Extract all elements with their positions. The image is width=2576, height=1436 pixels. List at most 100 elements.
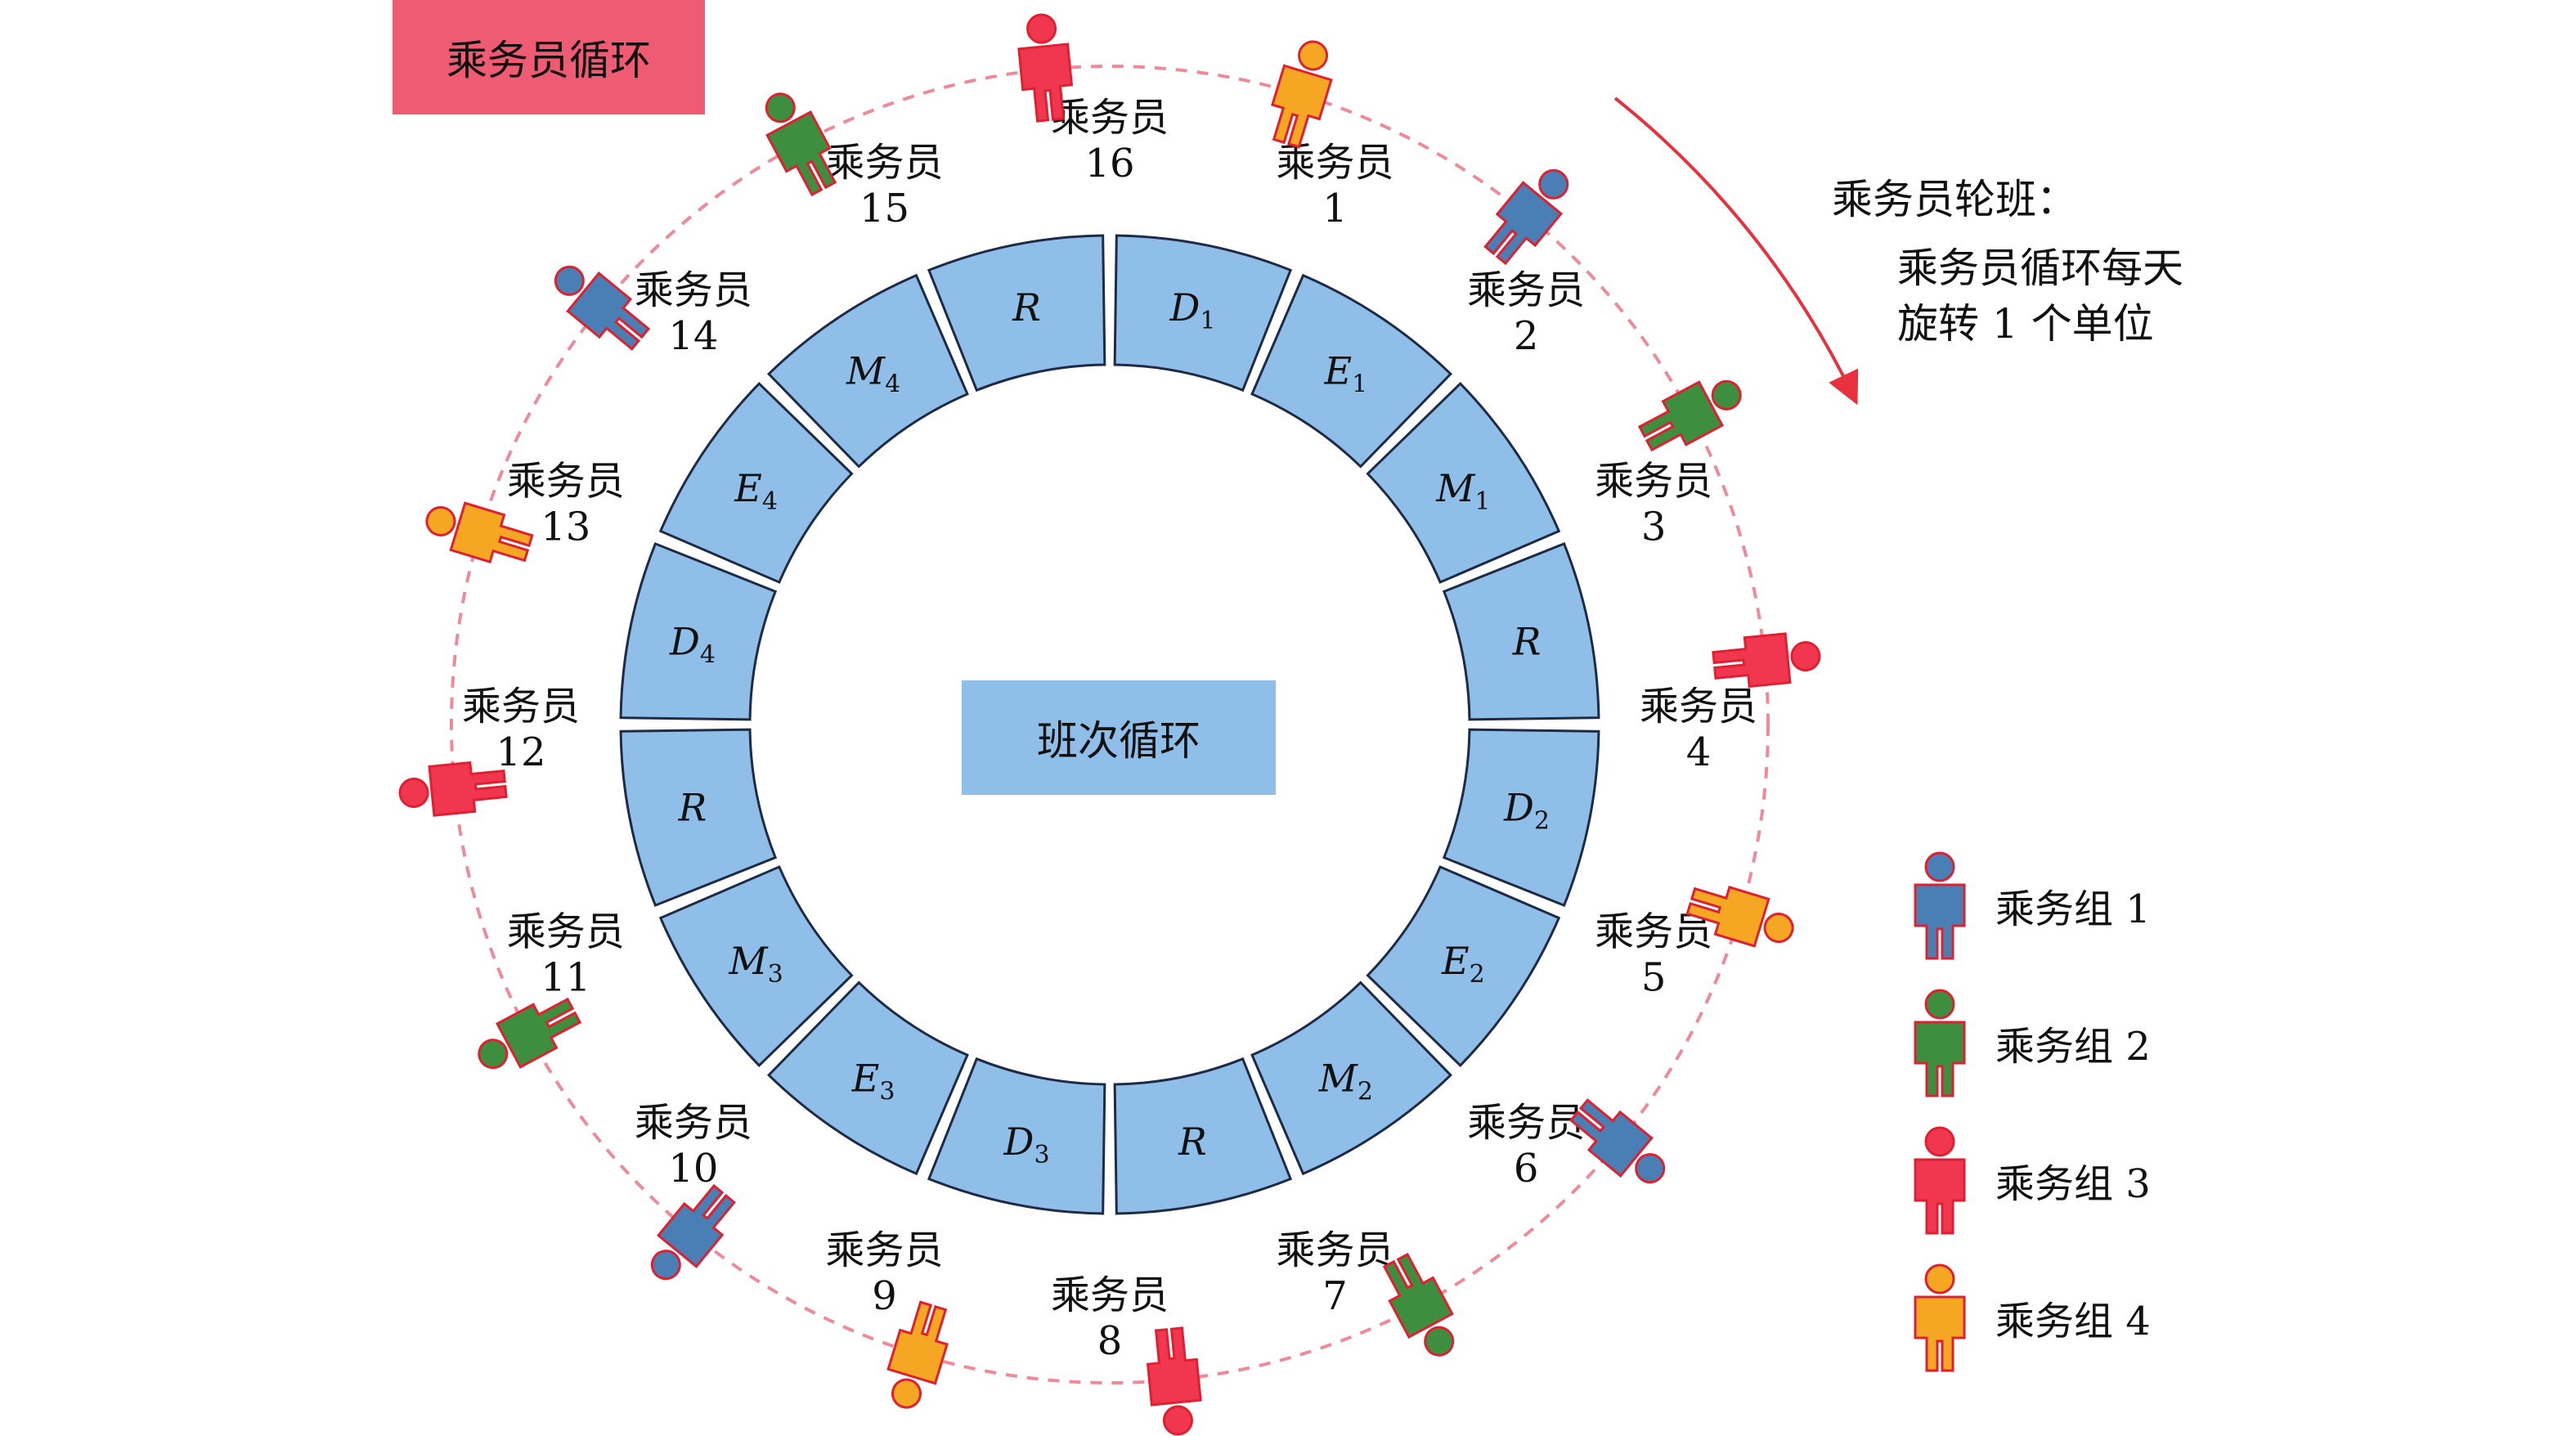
legend-person-icon <box>1914 1126 1966 1235</box>
shift-segment-shape <box>1113 1057 1293 1215</box>
person-head <box>1924 851 1955 882</box>
person-body <box>1685 886 1770 948</box>
person-head <box>1924 1263 1955 1295</box>
crew-label-word: 乘务员 <box>1051 95 1169 141</box>
shift-segment: M4 <box>766 273 969 469</box>
shift-segment-label: D1 <box>1169 285 1215 335</box>
shift-segment: D1 <box>1113 234 1293 393</box>
legend-item: 乘务组 2 <box>1914 989 2151 1097</box>
crew-label-word: 乘务员 <box>1277 1227 1394 1273</box>
person-head <box>1424 1326 1455 1357</box>
crew-person-icon <box>425 501 534 563</box>
shift-segment-label: D3 <box>1003 1120 1050 1169</box>
shift-segment-shape <box>927 234 1106 393</box>
shift-segment-shape <box>927 1057 1106 1215</box>
legend-person-icon <box>1914 851 1966 960</box>
person-body <box>1017 43 1074 123</box>
crew-person-icon <box>1382 1252 1455 1357</box>
shift-segment: D4 <box>619 541 778 721</box>
crew-label-number: 12 <box>496 729 545 775</box>
shift-segment: M3 <box>658 865 854 1068</box>
crew-label-number: 7 <box>1322 1273 1348 1319</box>
crew-label-number: 11 <box>541 955 590 1001</box>
crew-person-icon <box>1637 379 1742 452</box>
shift-segment-label: R <box>1178 1120 1207 1164</box>
crew-label-number: 8 <box>1097 1318 1123 1364</box>
rotation-title: 乘务员轮班： <box>1832 176 2077 223</box>
crew-label-word: 乘务员 <box>1467 267 1585 313</box>
shift-segment-label: E3 <box>851 1056 895 1106</box>
crew-person-icon <box>478 997 582 1070</box>
legend-person-icon <box>1914 1263 1966 1372</box>
shift-segment-shape <box>1113 234 1293 393</box>
person-body <box>1568 1098 1654 1178</box>
crew-label-word: 乘务员 <box>1640 684 1757 729</box>
person-head <box>1924 989 1955 1020</box>
crew-person-icon <box>554 265 651 351</box>
legend-label: 乘务组 1 <box>1995 886 2151 932</box>
crew-label-word: 乘务员 <box>825 140 943 186</box>
person-body <box>496 997 582 1069</box>
crew-person-icon <box>1568 1098 1666 1184</box>
crew-person-icon <box>398 761 508 817</box>
crew-label-number: 3 <box>1641 504 1667 550</box>
crew-label-word: 乘务员 <box>635 267 752 313</box>
crew-label-word: 乘务员 <box>825 1227 943 1273</box>
crew-person-icon <box>1483 168 1569 266</box>
legend-person-icon <box>1914 989 1966 1097</box>
shift-segment-shape <box>1366 865 1561 1068</box>
person-head <box>554 265 585 296</box>
crew-person-icon <box>1271 40 1333 149</box>
person-body <box>656 1183 736 1268</box>
person-head <box>1711 379 1742 411</box>
legend-item: 乘务组 3 <box>1914 1126 2151 1235</box>
person-head <box>1538 168 1569 200</box>
person-body <box>1382 1252 1454 1339</box>
shift-segment-shape <box>619 728 778 908</box>
shift-segment-shape <box>1250 981 1453 1176</box>
legend-item: 乘务组 4 <box>1914 1263 2151 1372</box>
shift-segment-label: R <box>1012 285 1041 330</box>
person-body <box>1914 883 1966 960</box>
person-head <box>425 505 456 536</box>
crew-label-word: 乘务员 <box>1467 1100 1585 1146</box>
crew-label-number: 5 <box>1641 955 1667 1001</box>
crew-label-number: 2 <box>1514 313 1539 359</box>
legend-label: 乘务组 4 <box>1995 1299 2151 1344</box>
legend-label: 乘务组 3 <box>1995 1161 2151 1207</box>
crew-cycle-dashed-circle <box>450 65 1770 1384</box>
person-body <box>1271 64 1333 149</box>
legend-item: 乘务组 1 <box>1914 851 2151 960</box>
crew-label-number: 15 <box>859 186 909 231</box>
shift-segment: E1 <box>1250 273 1453 469</box>
shift-segment-label: R <box>678 785 707 829</box>
crew-label-word: 乘务员 <box>635 1100 752 1146</box>
shift-segment-label: M3 <box>729 939 783 989</box>
person-head <box>1026 13 1057 44</box>
crew-person-icon <box>1712 632 1821 689</box>
crew-label-number: 14 <box>668 313 718 359</box>
shift-segment-label: R <box>1512 620 1542 664</box>
person-body <box>1146 1326 1202 1407</box>
crew-label-number: 13 <box>541 504 590 550</box>
shift-segment: R <box>1442 541 1600 721</box>
crew-person-icon <box>1017 13 1074 123</box>
person-head <box>478 1039 509 1070</box>
crew-label-word: 乘务员 <box>507 458 625 504</box>
rotation-description: 乘务员循环每天 旋转 1 个单位 <box>1897 240 2241 352</box>
person-head <box>1635 1153 1666 1184</box>
person-body <box>1637 380 1724 452</box>
